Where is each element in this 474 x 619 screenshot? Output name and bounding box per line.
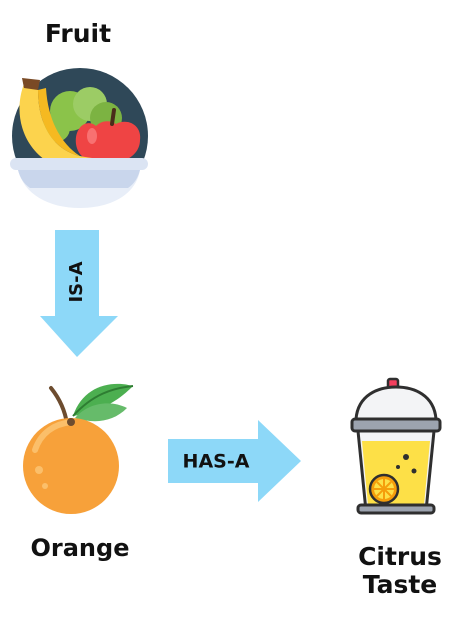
is-a-arrow: IS-A <box>40 230 118 357</box>
has-a-label: HAS-A <box>183 451 250 473</box>
lemonade-cup-icon <box>350 377 442 515</box>
has-a-arrow-shape <box>168 420 301 502</box>
citrus-taste-label: Citrus Taste <box>358 542 442 599</box>
is-a-arrow-shape <box>40 230 118 357</box>
orange-label: Orange <box>30 534 130 562</box>
fruit-label: Fruit <box>44 19 112 48</box>
is-a-label: IS-A <box>66 261 87 302</box>
has-a-arrow: HAS-A <box>168 420 301 502</box>
orange-icon <box>23 383 134 514</box>
fruit-bowl-icon <box>10 68 148 208</box>
